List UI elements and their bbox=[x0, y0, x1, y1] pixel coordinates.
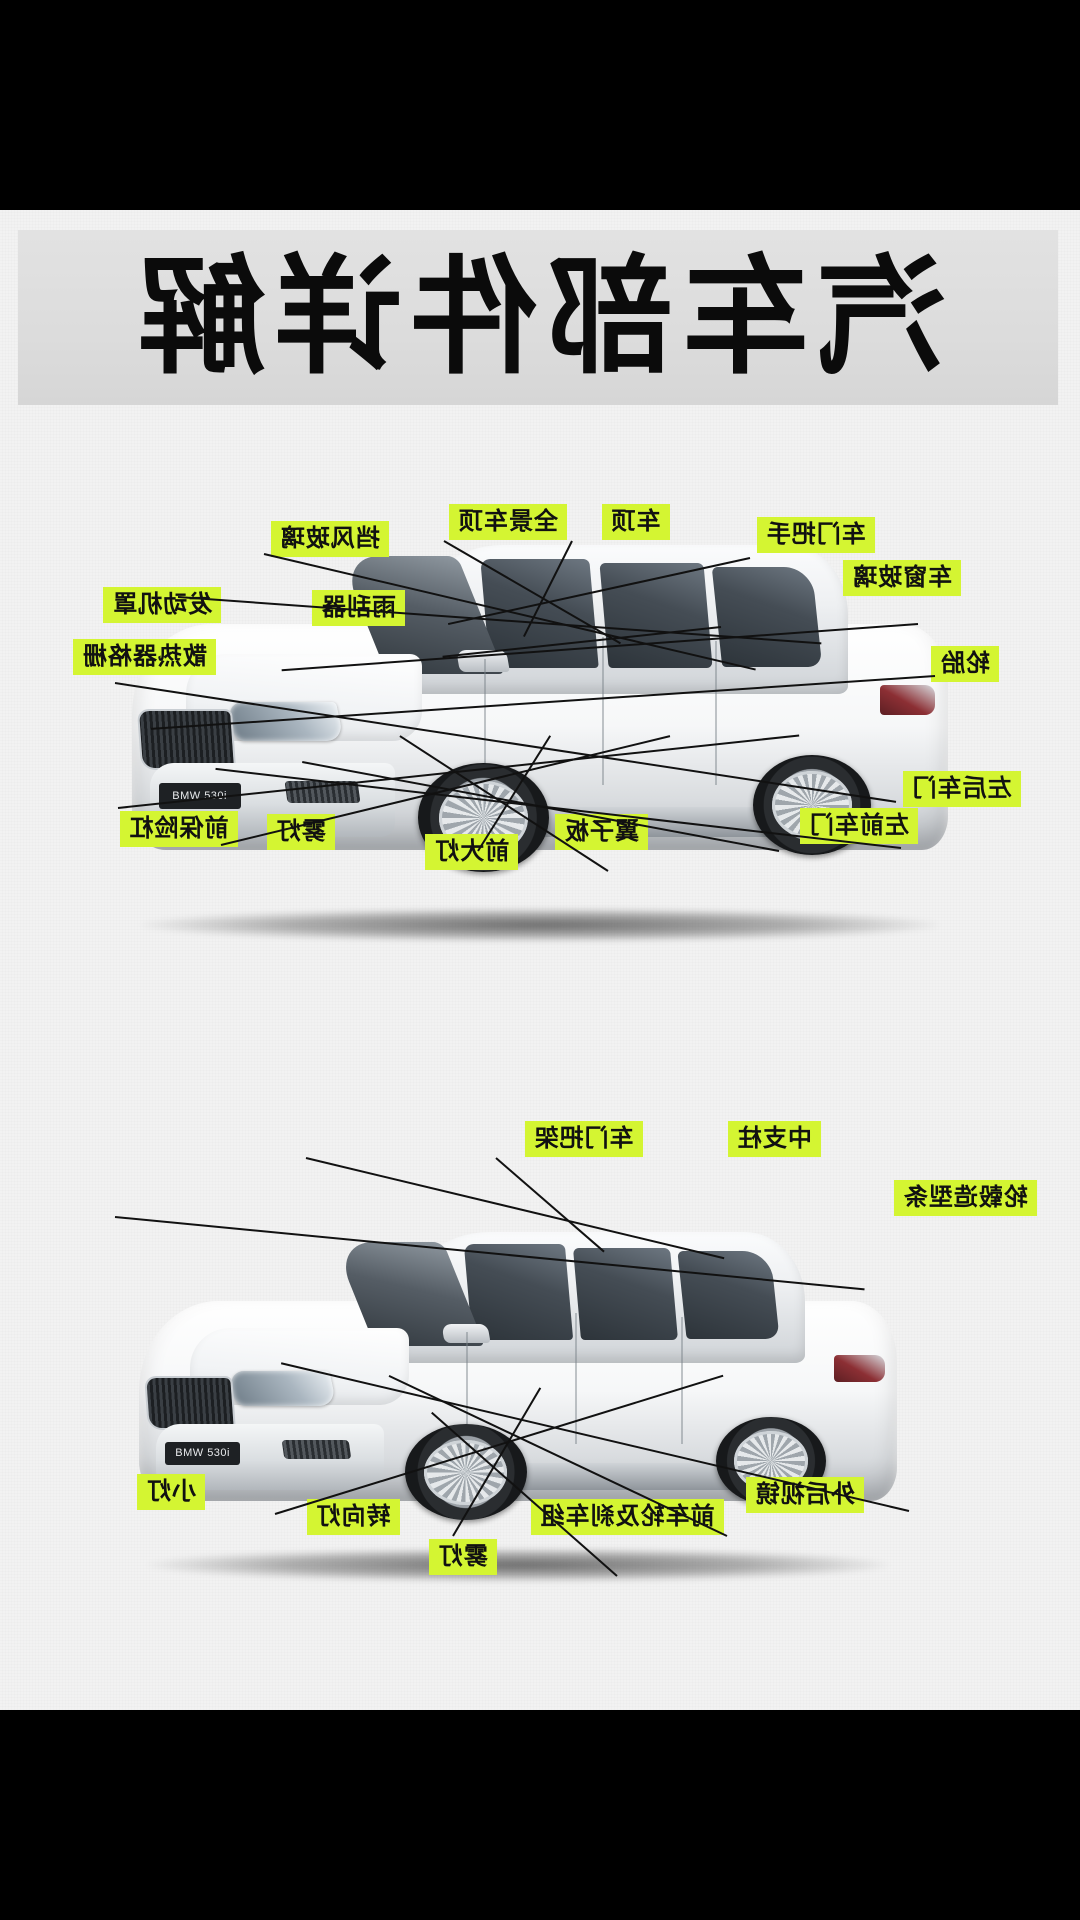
door-seam-front bbox=[575, 1312, 578, 1444]
page-title: 汽车部件详解 bbox=[130, 242, 947, 392]
vehicle-badge: BMW 530i bbox=[175, 1447, 230, 1460]
callout-label: 车窗玻璃 bbox=[843, 560, 962, 597]
title-band: 汽车部件详解 bbox=[18, 230, 1058, 405]
diagram-upper: BMW 530i 车门把手车顶全景车顶挡风玻璃发动机罩雨刮器散热器格栅车窗玻璃轮… bbox=[0, 405, 1080, 1065]
callout-label: 小灯 bbox=[137, 1474, 206, 1511]
callout-label: 轮胎 bbox=[931, 645, 999, 683]
taillight bbox=[880, 684, 935, 716]
callout-label: 挡风玻璃 bbox=[270, 520, 389, 557]
car-shadow bbox=[147, 1547, 890, 1582]
rear-side-window bbox=[678, 1251, 780, 1340]
callout-label: 中支柱 bbox=[727, 1120, 821, 1157]
fog-light bbox=[281, 1439, 352, 1459]
callout-label: 转向灯 bbox=[306, 1499, 400, 1536]
callout-label: 雾灯 bbox=[428, 1539, 497, 1576]
fender-seam bbox=[483, 658, 486, 772]
callout-label: 车顶 bbox=[601, 504, 670, 541]
diagram-lower: BMW 530i 中支柱车门把架轮毂造型条外后视镜前车轮及刹车组转向灯小灯雾灯 bbox=[0, 1065, 1080, 1685]
car-illustration-lower: BMW 530i bbox=[97, 1201, 939, 1585]
callout-label: 全景车顶 bbox=[449, 504, 567, 541]
top-letterbox-bar bbox=[0, 0, 1080, 210]
poster-canvas: 汽车部件详解 BMW 530i bbox=[0, 210, 1080, 1710]
callout-label: 散热器格栅 bbox=[73, 639, 216, 676]
car-shadow bbox=[140, 908, 940, 943]
rear-side-window bbox=[711, 567, 822, 668]
door-seam-rear bbox=[680, 1316, 683, 1444]
door-seam-front bbox=[601, 636, 604, 785]
license-plate: BMW 530i bbox=[164, 1441, 241, 1465]
fender-seam bbox=[465, 1332, 468, 1433]
callout-label: 前保险杠 bbox=[119, 810, 238, 848]
callout-label: 左后车门 bbox=[902, 771, 1021, 808]
callout-label: 前车轮及刹车组 bbox=[530, 1499, 724, 1536]
callout-label: 前大灯 bbox=[425, 834, 519, 871]
headlight bbox=[228, 1370, 337, 1406]
taillight bbox=[834, 1355, 885, 1383]
radiator-grille bbox=[146, 1378, 234, 1429]
callout-label: 轮毂造型条 bbox=[893, 1179, 1037, 1216]
door-seam-rear bbox=[714, 641, 717, 785]
bottom-letterbox-bar bbox=[0, 1710, 1080, 1920]
callout-label: 车门把架 bbox=[524, 1120, 643, 1157]
callout-label: 车门把手 bbox=[756, 517, 875, 554]
callout-label: 发动机罩 bbox=[103, 586, 222, 623]
radiator-grille bbox=[138, 710, 234, 768]
